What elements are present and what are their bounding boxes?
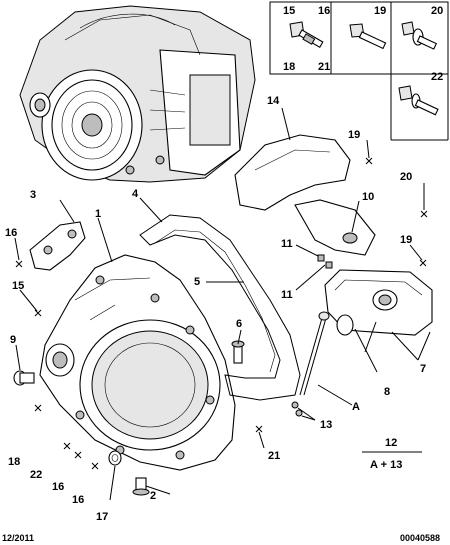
- table-label-18: 18: [283, 61, 295, 73]
- breather-part-14: [234, 134, 351, 211]
- table-label-19: 19: [374, 5, 386, 17]
- footer-code: 00040588: [400, 533, 440, 543]
- callout-3: 3: [30, 189, 36, 201]
- guide-part-10: [294, 199, 376, 256]
- clip-part-11: [317, 254, 325, 262]
- callout-16-upper: 16: [5, 227, 17, 239]
- seal-part-13: [291, 401, 299, 409]
- footer-date: 12/2011: [2, 533, 34, 543]
- bolt-icon: [289, 21, 324, 48]
- clip-part-11: [325, 261, 333, 269]
- bolt-part-6: [231, 340, 245, 364]
- callout-5: 5: [194, 276, 200, 288]
- dipstick-tube-part-A: [299, 311, 330, 396]
- table-label-20: 20: [431, 5, 443, 17]
- formula-bottom: A + 13: [370, 459, 402, 471]
- leader-lines: [14, 107, 431, 501]
- callout-18: 18: [8, 456, 20, 468]
- callout-11-upper: 11: [281, 238, 293, 250]
- callout-19-lower: 19: [400, 234, 412, 246]
- callout-15: 15: [12, 280, 24, 292]
- formula-top: 12: [385, 437, 397, 449]
- drain-plug-part-2: [132, 477, 150, 496]
- table-label-15: 15: [283, 5, 295, 17]
- washer-part-17: [108, 450, 122, 466]
- flange-bolt-icon: [401, 21, 438, 50]
- reference-formula: 12 A + 13: [362, 437, 422, 471]
- fastener-table: 15 16 18 21 19 20 22: [269, 1, 449, 141]
- flange-bolt-icon: [398, 85, 439, 116]
- gearbox-assembly-illustration: [19, 5, 256, 183]
- callout-8: 8: [384, 386, 390, 398]
- table-label-21: 21: [318, 61, 330, 73]
- housing-gasket-part-4: [139, 214, 301, 401]
- callout-1: 1: [95, 208, 101, 220]
- callout-16-middle: 16: [52, 481, 64, 493]
- callout-7: 7: [420, 363, 426, 375]
- callout-11-lower: 11: [281, 289, 293, 301]
- bolt-icon: [349, 23, 387, 50]
- callout-20: 20: [400, 171, 412, 183]
- callout-A: A: [352, 401, 360, 413]
- fastener-markers: [15, 157, 428, 470]
- callout-17: 17: [96, 511, 108, 523]
- seal-part-13: [295, 409, 303, 417]
- callout-2: 2: [150, 490, 156, 502]
- callout-10: 10: [362, 191, 374, 203]
- o-ring-part-8: [336, 314, 354, 336]
- callout-16-lower: 16: [72, 494, 84, 506]
- table-label-22: 22: [431, 71, 443, 83]
- callout-13: 13: [320, 419, 332, 431]
- callout-19-upper: 19: [348, 129, 360, 141]
- callout-9: 9: [10, 334, 16, 346]
- clutch-housing-part-1: [39, 254, 236, 471]
- callout-4: 4: [132, 188, 139, 200]
- callout-6: 6: [236, 318, 242, 330]
- plug-part-9: [13, 370, 35, 386]
- bracket-part-3: [29, 221, 86, 271]
- callout-14: 14: [267, 95, 280, 107]
- callout-22: 22: [30, 469, 42, 481]
- table-label-16: 16: [318, 5, 330, 17]
- callout-21: 21: [268, 450, 280, 462]
